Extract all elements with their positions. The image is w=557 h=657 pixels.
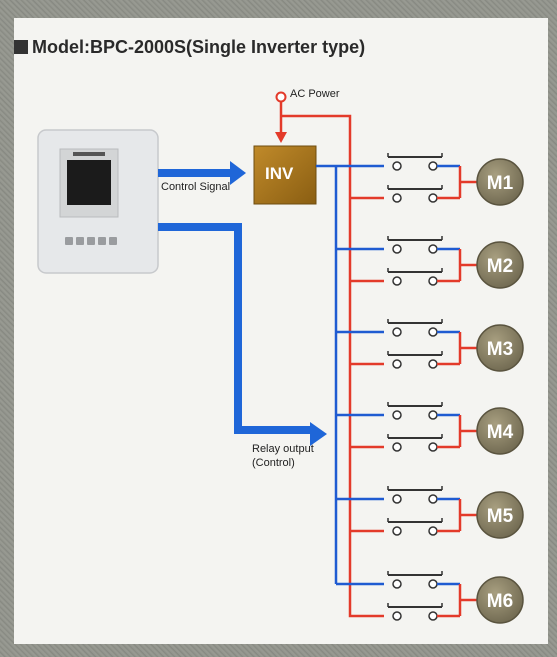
motor-m5-icon [476, 491, 524, 539]
inverter-relay-contact [387, 153, 460, 171]
ac-power-label: AC Power [290, 88, 340, 100]
title-bullet-icon [14, 40, 28, 54]
motor-label: M2 [487, 256, 513, 277]
motor-row-m3: M3 [336, 319, 524, 372]
motor-label: M4 [487, 422, 514, 443]
line-relay-contact [387, 518, 460, 536]
ac-power-source [275, 91, 384, 618]
controller-screen [67, 160, 111, 205]
ac-power-terminal-icon [275, 91, 287, 103]
inverter-relay-contact [387, 571, 460, 589]
control-signal-arrow [158, 161, 246, 185]
line-relay-contact [387, 434, 460, 452]
inverter-relay-contact [387, 486, 460, 504]
motor-label: M1 [487, 173, 514, 194]
motor-row-m2: M2 [336, 236, 524, 289]
diagram-title: Model:BPC-2000S(Single Inverter type) [14, 37, 365, 58]
line-relay-contact [387, 351, 460, 369]
controller-device [37, 129, 159, 274]
relay-output-sub-label: (Control) [252, 457, 295, 469]
line-relay-contact [387, 268, 460, 286]
motor-m6-icon [476, 576, 524, 624]
inverter-relay-contact [387, 402, 460, 420]
relay-output-label: Relay output [252, 443, 314, 455]
controller-buttons [65, 237, 117, 245]
motor-row-m4: M4 [336, 402, 524, 455]
title-text: Model:BPC-2000S(Single Inverter type) [32, 37, 366, 57]
inverter-box [253, 145, 317, 205]
motor-m2-icon [476, 241, 524, 289]
line-relay-contact [387, 603, 460, 621]
motor-label: M6 [487, 591, 513, 612]
motor-m4-icon [476, 407, 524, 455]
inverter-label: INV [265, 164, 294, 183]
motor-row-m6: M6 [336, 571, 524, 624]
motor-m3-icon [476, 324, 524, 372]
motor-label: M5 [487, 506, 514, 527]
line-relay-contact [387, 185, 460, 203]
inverter-relay-contact [387, 236, 460, 254]
motor-row-m1: M1 [350, 153, 524, 206]
motor-label: M3 [487, 339, 513, 360]
motor-m1-icon [476, 158, 524, 206]
inverter-relay-contact [387, 319, 460, 337]
inverter-bus [316, 164, 384, 584]
control-signal-label: Control Signal [161, 181, 231, 193]
motor-row-m5: M5 [336, 486, 524, 539]
relay-output-arrow [158, 223, 327, 446]
